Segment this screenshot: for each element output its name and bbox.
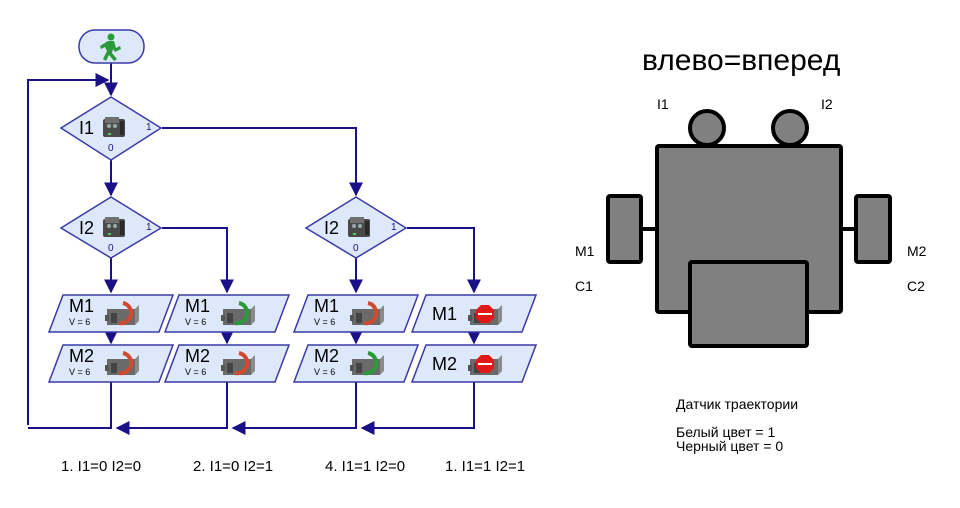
decision-i1-true: 1 bbox=[146, 122, 152, 133]
line-c2-return bbox=[115, 378, 228, 435]
sensor-i2 bbox=[771, 109, 809, 147]
decision-i2-left-false: 0 bbox=[108, 243, 114, 254]
line-c3-return bbox=[231, 378, 357, 435]
robot-title: влево=вперед bbox=[642, 44, 841, 77]
sensor-i2-label: I2 bbox=[821, 96, 833, 112]
line-c4-return bbox=[360, 378, 475, 435]
decision-i1-false: 0 bbox=[108, 143, 114, 154]
motor-label: M1 bbox=[432, 304, 458, 324]
decision-i2-right-true: 1 bbox=[391, 222, 397, 233]
line-d2-true bbox=[162, 227, 234, 294]
motor-speed: V = 6 bbox=[185, 317, 207, 327]
motor-cw-icon bbox=[350, 351, 384, 376]
decision-i1[interactable] bbox=[59, 96, 163, 161]
motor-block-2-m2[interactable] bbox=[163, 344, 291, 383]
motor-label: M2 bbox=[432, 354, 458, 374]
motor-label: M2 bbox=[314, 346, 340, 366]
condition-label-3: 4. I1=1 I2=0 bbox=[325, 458, 406, 475]
motor-ccw-icon bbox=[105, 351, 139, 376]
sensor-i1-label: I1 bbox=[657, 96, 669, 112]
motor-stop-icon bbox=[468, 305, 502, 325]
robot-diagram bbox=[606, 109, 892, 348]
motor-block-1-m2[interactable] bbox=[47, 344, 175, 383]
decision-i1-label: I1 bbox=[79, 118, 95, 138]
motor-block-4-m2[interactable] bbox=[410, 344, 538, 383]
legend-white: Белый цвет = 1 bbox=[676, 424, 776, 440]
counter-c1-label: C1 bbox=[575, 278, 593, 294]
motor-block-2-m1[interactable] bbox=[163, 294, 291, 333]
motor-m1-label: M1 bbox=[575, 243, 595, 259]
motor-block-1-m1[interactable] bbox=[47, 294, 175, 333]
interface-icon bbox=[103, 217, 125, 237]
wheel-left bbox=[606, 194, 643, 264]
line-c1-return bbox=[28, 378, 112, 429]
motor-label: M1 bbox=[185, 296, 211, 316]
motor-speed: V = 6 bbox=[69, 367, 91, 377]
line-d3-true bbox=[407, 227, 481, 294]
decision-i2-right-label: I2 bbox=[324, 218, 340, 238]
motor-speed: V = 6 bbox=[69, 317, 91, 327]
interface-icon bbox=[103, 117, 125, 137]
legend-black: Черный цвет = 0 bbox=[676, 438, 784, 454]
motor-ccw-icon bbox=[221, 351, 255, 376]
motor-speed: V = 6 bbox=[314, 317, 336, 327]
walking-man-icon bbox=[100, 33, 121, 61]
motor-label: M1 bbox=[69, 296, 95, 316]
motor-label: M2 bbox=[185, 346, 211, 366]
motor-speed: V = 6 bbox=[185, 367, 207, 377]
motor-label: M1 bbox=[314, 296, 340, 316]
motor-ccw-icon bbox=[350, 301, 384, 326]
wheel-right bbox=[854, 194, 892, 264]
motor-stop-icon bbox=[468, 355, 502, 375]
line-d1-true bbox=[162, 127, 363, 197]
decision-i2-left[interactable] bbox=[59, 196, 163, 259]
robot-rear-box bbox=[688, 260, 809, 348]
condition-label-1: 1. I1=0 I2=0 bbox=[61, 458, 142, 475]
motor-block-3-m1[interactable] bbox=[292, 294, 420, 333]
motor-block-4-m1[interactable] bbox=[410, 294, 538, 333]
motor-speed: V = 6 bbox=[314, 367, 336, 377]
line-loop-back bbox=[27, 73, 110, 425]
start-block[interactable] bbox=[78, 29, 145, 64]
legend-heading: Датчик траектории bbox=[676, 396, 799, 412]
decision-i2-left-label: I2 bbox=[79, 218, 95, 238]
motor-block-3-m2[interactable] bbox=[292, 344, 420, 383]
motor-m2-label: M2 bbox=[907, 243, 927, 259]
condition-label-2: 2. I1=0 I2=1 bbox=[193, 458, 274, 475]
motor-label: M2 bbox=[69, 346, 95, 366]
motor-ccw-icon bbox=[105, 301, 139, 326]
decision-i2-right[interactable] bbox=[304, 196, 408, 259]
decision-i2-left-true: 1 bbox=[146, 222, 152, 233]
decision-i2-right-false: 0 bbox=[353, 243, 359, 254]
motor-cw-icon bbox=[221, 301, 255, 326]
counter-c2-label: C2 bbox=[907, 278, 925, 294]
connector-lines bbox=[27, 47, 481, 435]
condition-label-4: 1. I1=1 I2=1 bbox=[445, 458, 526, 475]
sensor-i1 bbox=[688, 109, 726, 147]
interface-icon bbox=[348, 217, 370, 237]
